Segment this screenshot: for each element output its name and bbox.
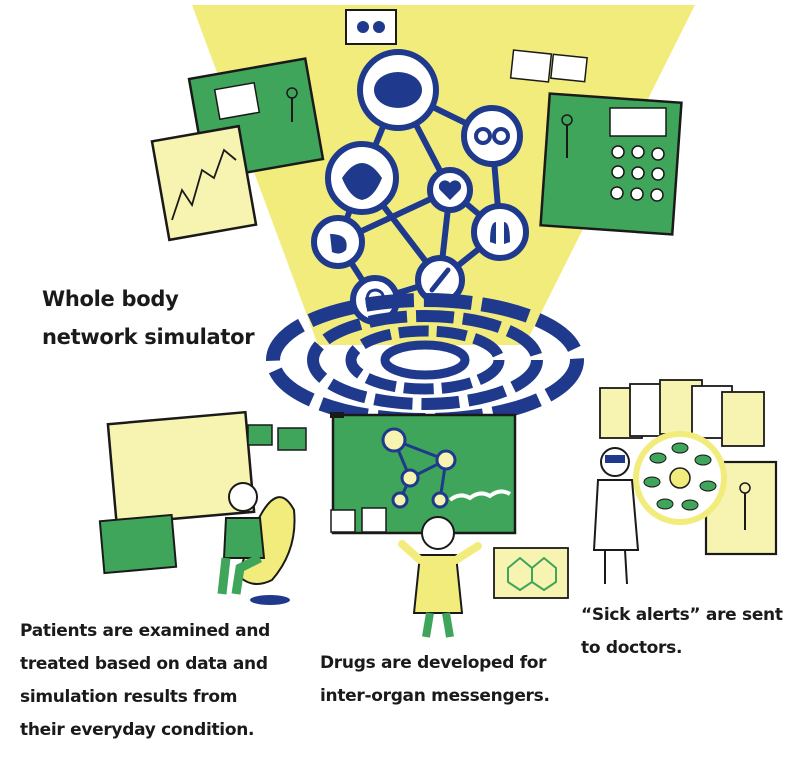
scientist-figure (398, 516, 482, 638)
patient-monitor (98, 410, 307, 575)
right-keypad-monitor (509, 49, 683, 236)
brain-icon (357, 49, 439, 131)
caption-line: inter-organ messengers. (320, 686, 550, 706)
stomach-icon (311, 215, 365, 269)
simulator-title: Whole body network simulator (42, 280, 255, 356)
doctor-figure (592, 447, 640, 585)
left-chart-monitors (150, 57, 325, 242)
caption-line: to doctors. (581, 638, 683, 658)
alerts-caption: “Sick alerts” are sent to doctors. (581, 599, 783, 665)
drugs-caption: Drugs are developed for inter-organ mess… (320, 647, 550, 713)
caption-line: simulation results from (20, 687, 238, 707)
caption-line: Drugs are developed for (320, 653, 547, 673)
caption-line: Patients are examined and (20, 621, 270, 641)
title-line: Whole body (42, 287, 179, 311)
alert-wheel (633, 431, 727, 525)
top-panel (345, 9, 397, 45)
drug-monitor (330, 412, 517, 535)
caption-line: their everyday condition. (20, 720, 255, 740)
patients-caption: Patients are examined and treated based … (20, 615, 270, 747)
patient-figure (217, 482, 296, 605)
hair-icon (325, 141, 399, 215)
caption-line: “Sick alerts” are sent (581, 605, 783, 625)
lungs-icon (471, 203, 529, 261)
title-line: network simulator (42, 325, 255, 349)
gut-icon (461, 105, 523, 167)
heart-icon (427, 167, 473, 213)
caption-line: treated based on data and (20, 654, 268, 674)
network-nodes (311, 49, 529, 325)
drug-side-panels (330, 507, 569, 599)
